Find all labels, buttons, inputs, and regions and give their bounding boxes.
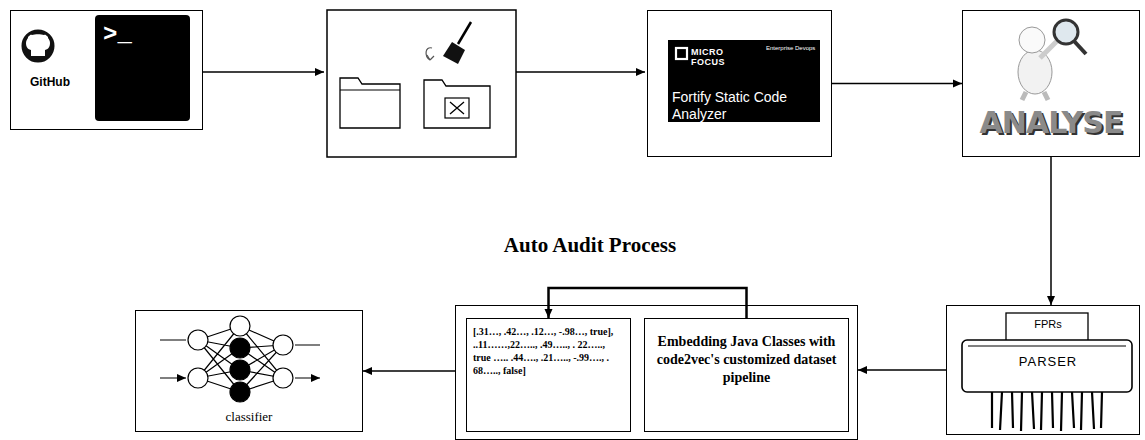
shredder xyxy=(962,313,1132,431)
terminal-panel xyxy=(95,15,190,121)
text-slot: MICRO FOCUS xyxy=(691,47,733,67)
embedding-box: Embedding Java Classes with code2vec's c… xyxy=(644,318,849,432)
text-slot: classifier xyxy=(140,409,358,425)
flow-arrow xyxy=(832,83,962,85)
vector-box: [.31…, .42…, .12…, -.98…, true], ..11……,… xyxy=(466,318,631,432)
text-slot: Enterprise Devops xyxy=(766,45,822,51)
embedding-text: Embedding Java Classes with code2vec's c… xyxy=(653,333,840,387)
flow-arrow xyxy=(858,369,946,371)
logo-text: GitHub xyxy=(21,75,79,89)
flow-arrow xyxy=(516,71,645,73)
github-logo xyxy=(23,31,53,61)
title-slot: Auto Audit Process xyxy=(440,233,740,258)
parser-box: FPRsPARSER xyxy=(946,305,1140,435)
shredder-label: PARSER xyxy=(963,354,1133,369)
vendor-tag: Enterprise Devops xyxy=(766,45,822,51)
text-slot: >_ xyxy=(103,21,183,48)
text-slot: [.31…, .42…, .12…, -.98…, true], ..11……,… xyxy=(473,325,624,377)
source-box: GitHub >_ xyxy=(10,10,203,130)
tool-name: Fortify Static Code Analyzer xyxy=(672,89,817,123)
vendor-logo: MICRO FOCUS xyxy=(691,47,733,67)
logo-square xyxy=(676,48,687,59)
text-slot: FPRs xyxy=(1007,318,1089,330)
paper-label: FPRs xyxy=(1007,318,1089,330)
classifier-box: classifier xyxy=(135,310,363,432)
neural-network xyxy=(160,316,320,402)
text-slot: ANALYSE xyxy=(965,105,1137,140)
flow-arrow xyxy=(363,370,455,372)
text-slot: Fortify Static Code Analyzer xyxy=(672,89,817,123)
flow-arrow xyxy=(203,71,324,73)
diagram-title: Auto Audit Process xyxy=(440,233,740,258)
flow-arrow xyxy=(549,288,747,318)
analyzer-box: MICRO FOCUS Enterprise DevopsFortify Stat… xyxy=(647,10,832,157)
embedding-stage: [.31…, .42…, .12…, -.98…, true], ..11……,… xyxy=(455,305,858,440)
text-slot: PARSER xyxy=(963,354,1133,369)
prompt-text: >_ xyxy=(103,21,183,48)
analyse-word: ANALYSE xyxy=(965,105,1137,140)
classifier-label: classifier xyxy=(140,409,358,425)
analyst-figure xyxy=(1018,20,1086,100)
text-slot: GitHub xyxy=(21,75,79,89)
vector-rows: [.31…, .42…, .12…, -.98…, true], ..11……,… xyxy=(473,325,624,377)
fortify-panel xyxy=(668,40,820,122)
text-slot: Embedding Java Classes with code2vec's c… xyxy=(653,333,840,387)
cleaning-box xyxy=(327,10,516,157)
analyse-box: ANALYSE xyxy=(962,10,1140,157)
flow-arrow xyxy=(1050,157,1052,305)
